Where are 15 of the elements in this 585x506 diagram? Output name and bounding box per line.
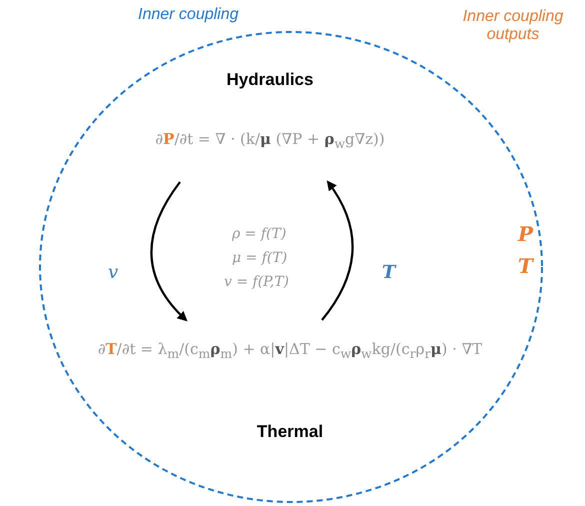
edge-label: T	[382, 262, 396, 283]
side-note: Inner coupling outputs	[462, 8, 564, 44]
curved-arrow	[150, 181, 188, 322]
curved-arrow	[321, 180, 354, 321]
section-title: Thermal	[256, 422, 324, 442]
equation: ∂P/∂t = ∇ · (k/μ (∇P + ρ$_{w}$g∇z))	[154, 130, 386, 151]
output-variable: T	[518, 254, 533, 278]
group-title: Inner coupling	[138, 6, 239, 24]
relation-text: v = f(P,T)	[224, 274, 290, 290]
section-title: Hydraulics	[226, 70, 314, 90]
equation: ∂T/∂t = λ$_{m}$/(c$_{m}$ρ$_{m}$) + α|v|ΔT − c$_{w}$ρ$_{w}$kg/(c$_{r}$ρ$_{r}$μ) · ∇T	[96, 340, 484, 361]
edge-label: v	[108, 262, 118, 283]
relation-text: ρ = f(T)	[232, 226, 286, 242]
output-variable: P	[518, 222, 534, 246]
relation-text: μ = f(T)	[232, 250, 288, 266]
